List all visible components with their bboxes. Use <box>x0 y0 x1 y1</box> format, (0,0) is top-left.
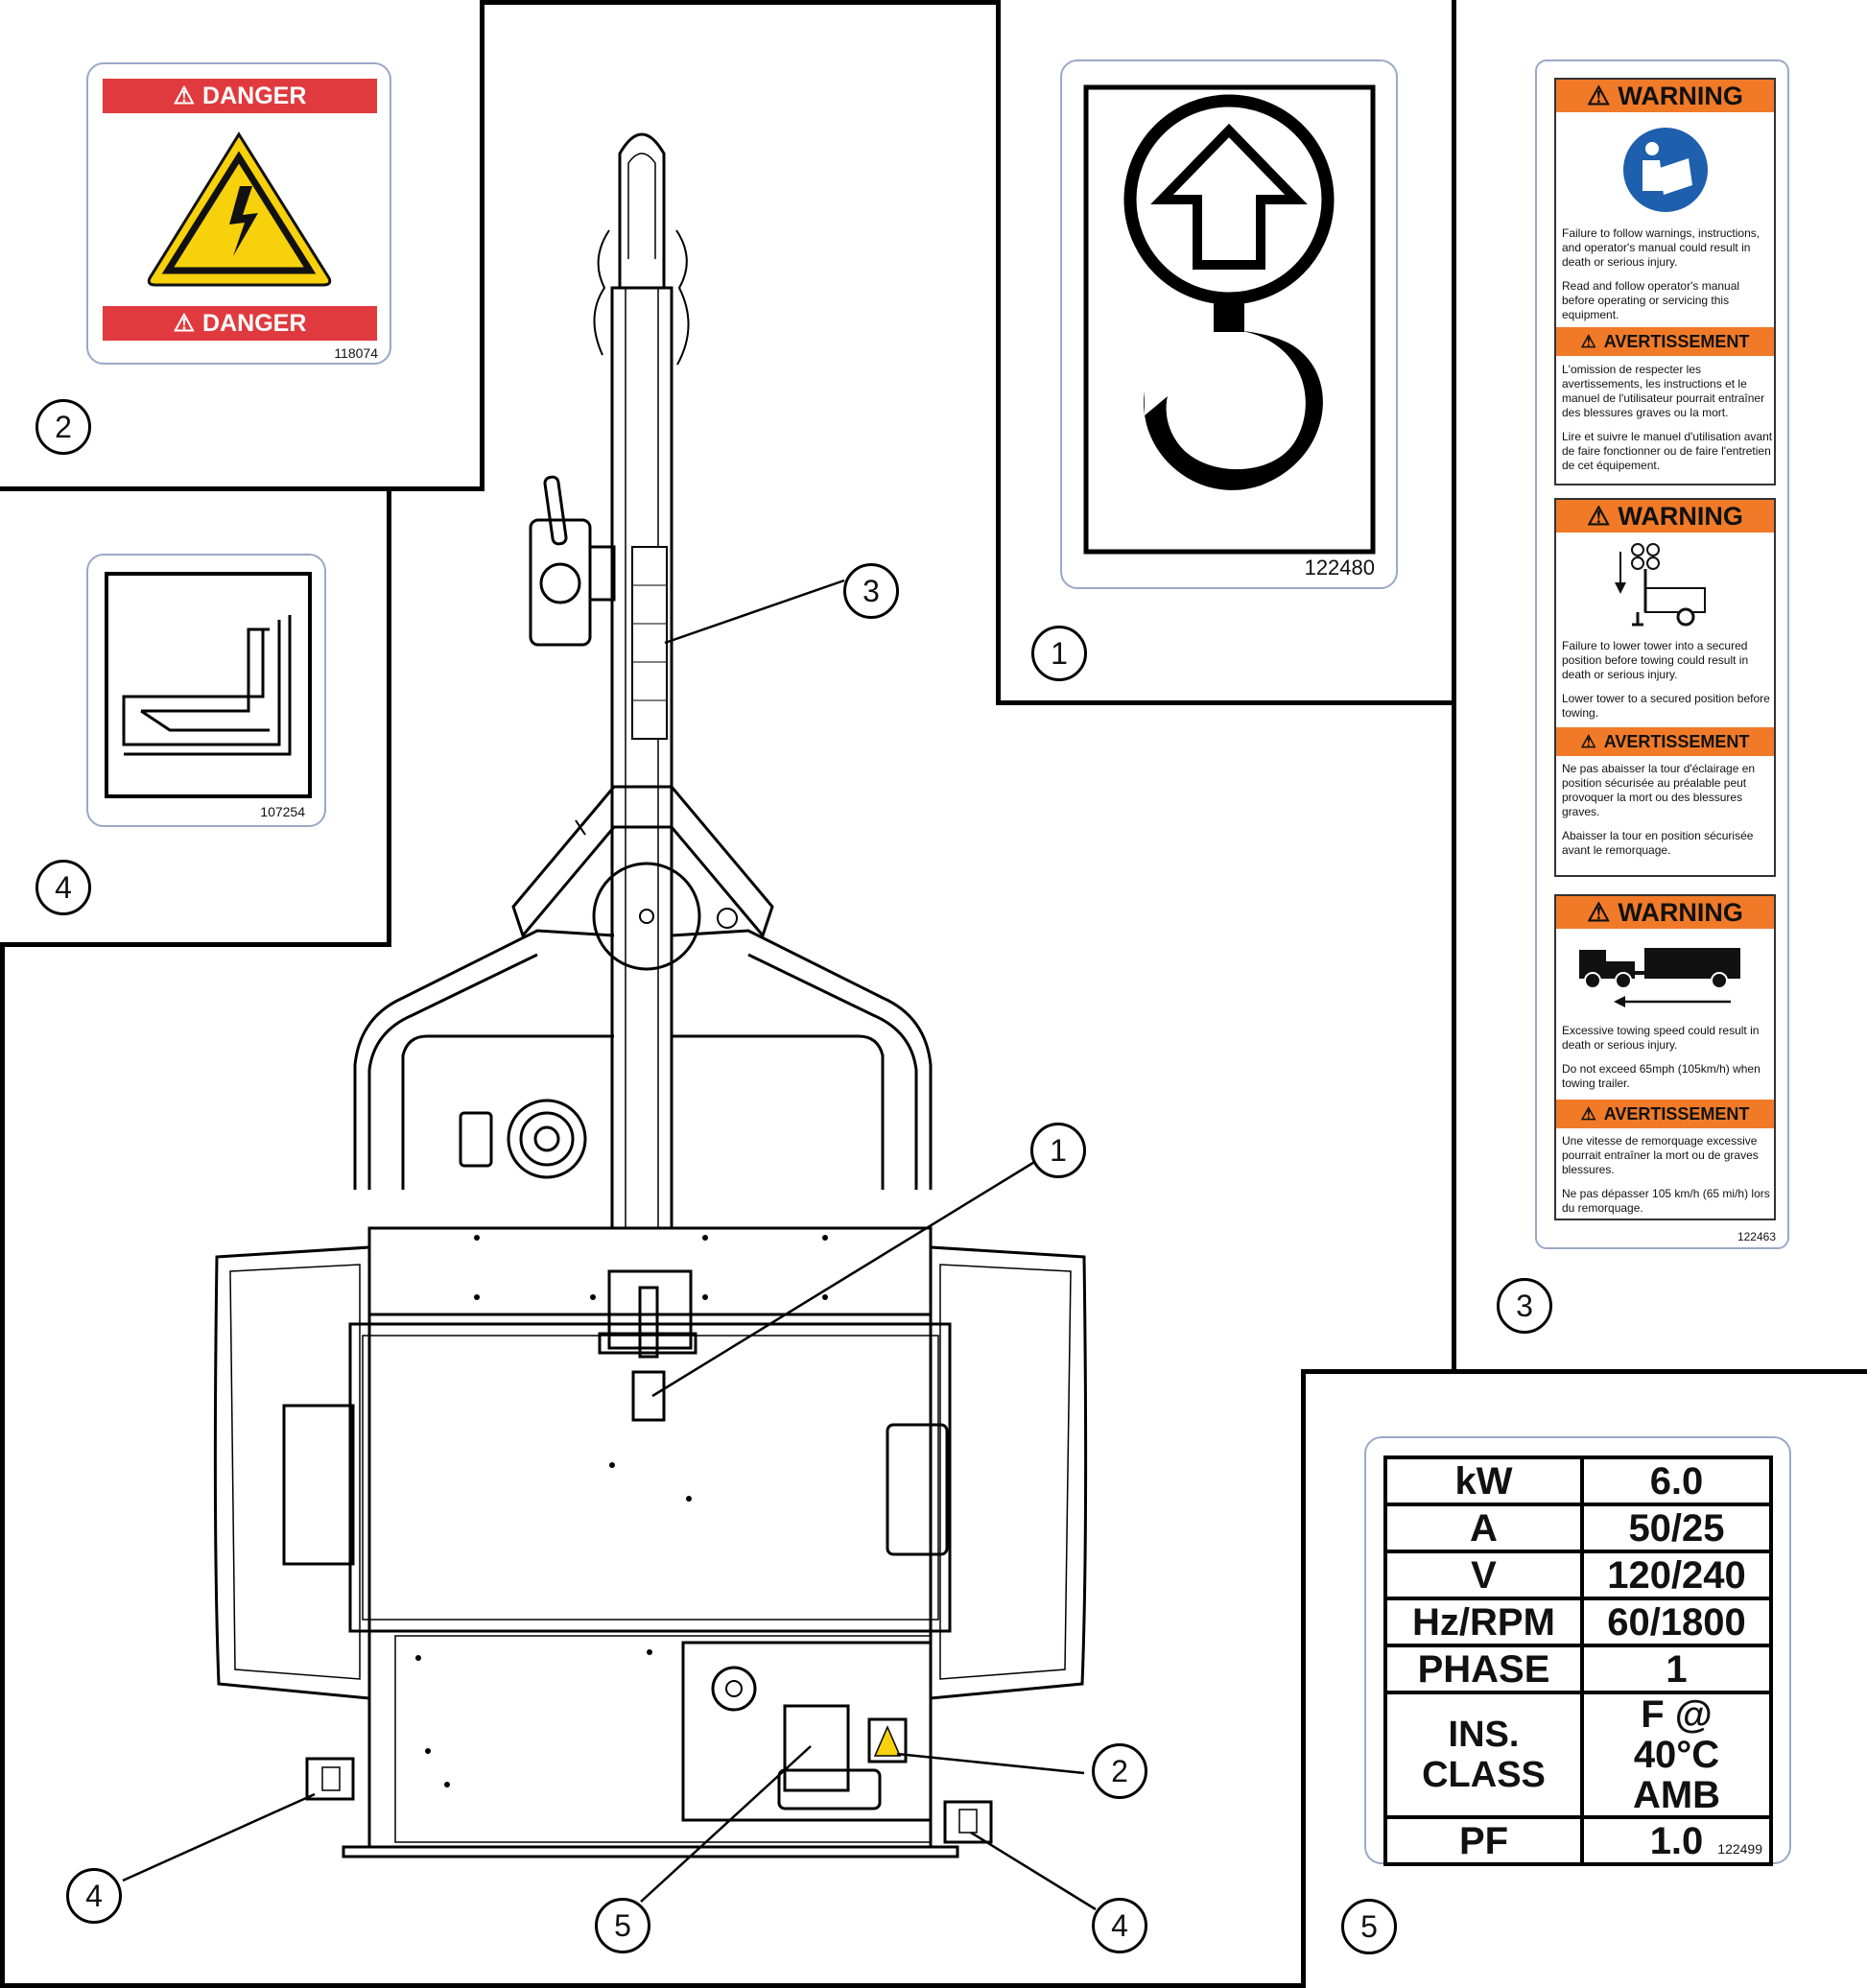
spec-value: 60/1800 <box>1580 1597 1773 1647</box>
decal-number: 118074 <box>334 345 378 361</box>
forklift-pocket-icon <box>105 572 312 798</box>
callout-3: 3 <box>843 563 899 619</box>
callout-5: 5 <box>595 1898 650 1953</box>
spec-value: 120/240 <box>1580 1550 1773 1600</box>
alert-triangle-icon: ⚠ <box>1580 731 1596 751</box>
avertissement-title: AVERTISSEMENT <box>1603 1103 1750 1124</box>
avertissement-text: Lire et suivre le manuel d'utilisation a… <box>1562 430 1773 472</box>
warning-header: ⚠WARNING <box>1556 896 1774 929</box>
alert-triangle-icon: ⚠ <box>1587 501 1611 531</box>
warning-text: Failure to lower tower into a secured po… <box>1562 639 1749 681</box>
avertissement-text: L'omission de respecter les avertissemen… <box>1562 363 1765 419</box>
spec-value: 1 <box>1580 1644 1773 1694</box>
spec-label: PHASE <box>1383 1644 1584 1694</box>
warning-text: Lower tower to a secured position before… <box>1562 692 1770 720</box>
lifting-hook-icon <box>1083 84 1376 555</box>
warning-header: ⚠WARNING <box>1556 500 1774 532</box>
callout-2: 2 <box>35 399 91 455</box>
avertissement-text: Ne pas dépasser 105 km/h (65 mi/h) lors … <box>1562 1187 1770 1215</box>
callout-3: 3 <box>1497 1278 1552 1334</box>
spec-label: V <box>1383 1550 1584 1600</box>
warning-header: ⚠WARNING <box>1556 80 1774 112</box>
callout-4: 4 <box>1092 1898 1147 1953</box>
spec-value: 1.0 <box>1580 1815 1773 1866</box>
avertissement-header: ⚠ AVERTISSEMENT <box>1556 1100 1774 1128</box>
alert-triangle-icon: ⚠ <box>1580 1103 1596 1124</box>
danger-footer: ⚠DANGER <box>103 306 377 341</box>
warning-text: Failure to follow warnings, instructions… <box>1562 226 1761 269</box>
avertissement-header: ⚠ AVERTISSEMENT <box>1556 327 1774 356</box>
spec-value: 50/25 <box>1580 1503 1773 1553</box>
spec-label: A <box>1383 1503 1584 1553</box>
avertissement-text: Abaisser la tour en position sécurisée a… <box>1562 829 1754 857</box>
decal-number: 107254 <box>260 804 305 819</box>
spec-label: PF <box>1383 1815 1584 1866</box>
avertissement-header: ⚠ AVERTISSEMENT <box>1556 727 1774 756</box>
spec-value: F @ 40°C AMB <box>1580 1691 1773 1819</box>
towing-speed-icon <box>1579 948 1740 1007</box>
warning-text: Read and follow operator's manual before… <box>1562 279 1740 321</box>
decal-118074: ⚠DANGER ⚠DANGER 118074 <box>86 62 391 365</box>
alert-triangle-icon: ⚠ <box>1587 81 1611 110</box>
decal-number: 122480 <box>1304 556 1375 580</box>
spec-value: 6.0 <box>1580 1456 1773 1506</box>
danger-label: DANGER <box>202 309 307 337</box>
spec-label: kW <box>1383 1456 1584 1506</box>
warning-block-manual: ⚠WARNING Failure to follow warnings, ins… <box>1554 78 1776 485</box>
read-manual-icon <box>1623 128 1708 212</box>
decal-122480: 122480 <box>1060 59 1398 589</box>
decal-107254: 107254 <box>86 554 326 827</box>
callout-4: 4 <box>35 860 91 915</box>
lower-tower-icon <box>1615 543 1706 627</box>
warning-title: WARNING <box>1618 81 1743 110</box>
alert-triangle-icon: ⚠ <box>173 310 196 337</box>
danger-header: ⚠DANGER <box>103 79 377 113</box>
avertissement-text: Une vitesse de remorquage excessive pour… <box>1562 1134 1759 1176</box>
warning-block-towing-speed: ⚠WARNING Excessive towing speed could re… <box>1554 894 1776 1220</box>
warning-text: Do not exceed 65mph (105km/h) when towin… <box>1562 1062 1761 1090</box>
warning-title: WARNING <box>1618 501 1743 531</box>
spec-label: INS. CLASS <box>1383 1691 1584 1819</box>
callout-5: 5 <box>1341 1899 1397 1954</box>
callout-1: 1 <box>1031 626 1087 681</box>
warning-block-tower: ⚠WARNING Failure to lower tower into a s… <box>1554 498 1776 877</box>
avertissement-title: AVERTISSEMENT <box>1603 331 1750 351</box>
warning-title: WARNING <box>1618 897 1743 927</box>
callout-1: 1 <box>1030 1123 1086 1178</box>
avertissement-text: Ne pas abaisser la tour d'éclairage en p… <box>1562 762 1756 818</box>
warning-text: Excessive towing speed could result in d… <box>1562 1024 1760 1052</box>
avertissement-title: AVERTISSEMENT <box>1603 731 1750 751</box>
alert-triangle-icon: ⚠ <box>1587 897 1611 927</box>
decal-number: 122463 <box>1737 1230 1776 1243</box>
spec-label: Hz/RPM <box>1383 1597 1584 1647</box>
decal-number: 122499 <box>1717 1841 1762 1857</box>
callout-4: 4 <box>66 1868 122 1924</box>
danger-label: DANGER <box>202 82 307 109</box>
callout-2: 2 <box>1092 1743 1147 1799</box>
alert-triangle-icon: ⚠ <box>173 83 196 109</box>
decal-122463: ⚠WARNING Failure to follow warnings, ins… <box>1535 59 1789 1249</box>
electrical-hazard-icon <box>147 131 332 287</box>
alert-triangle-icon: ⚠ <box>1580 331 1596 351</box>
